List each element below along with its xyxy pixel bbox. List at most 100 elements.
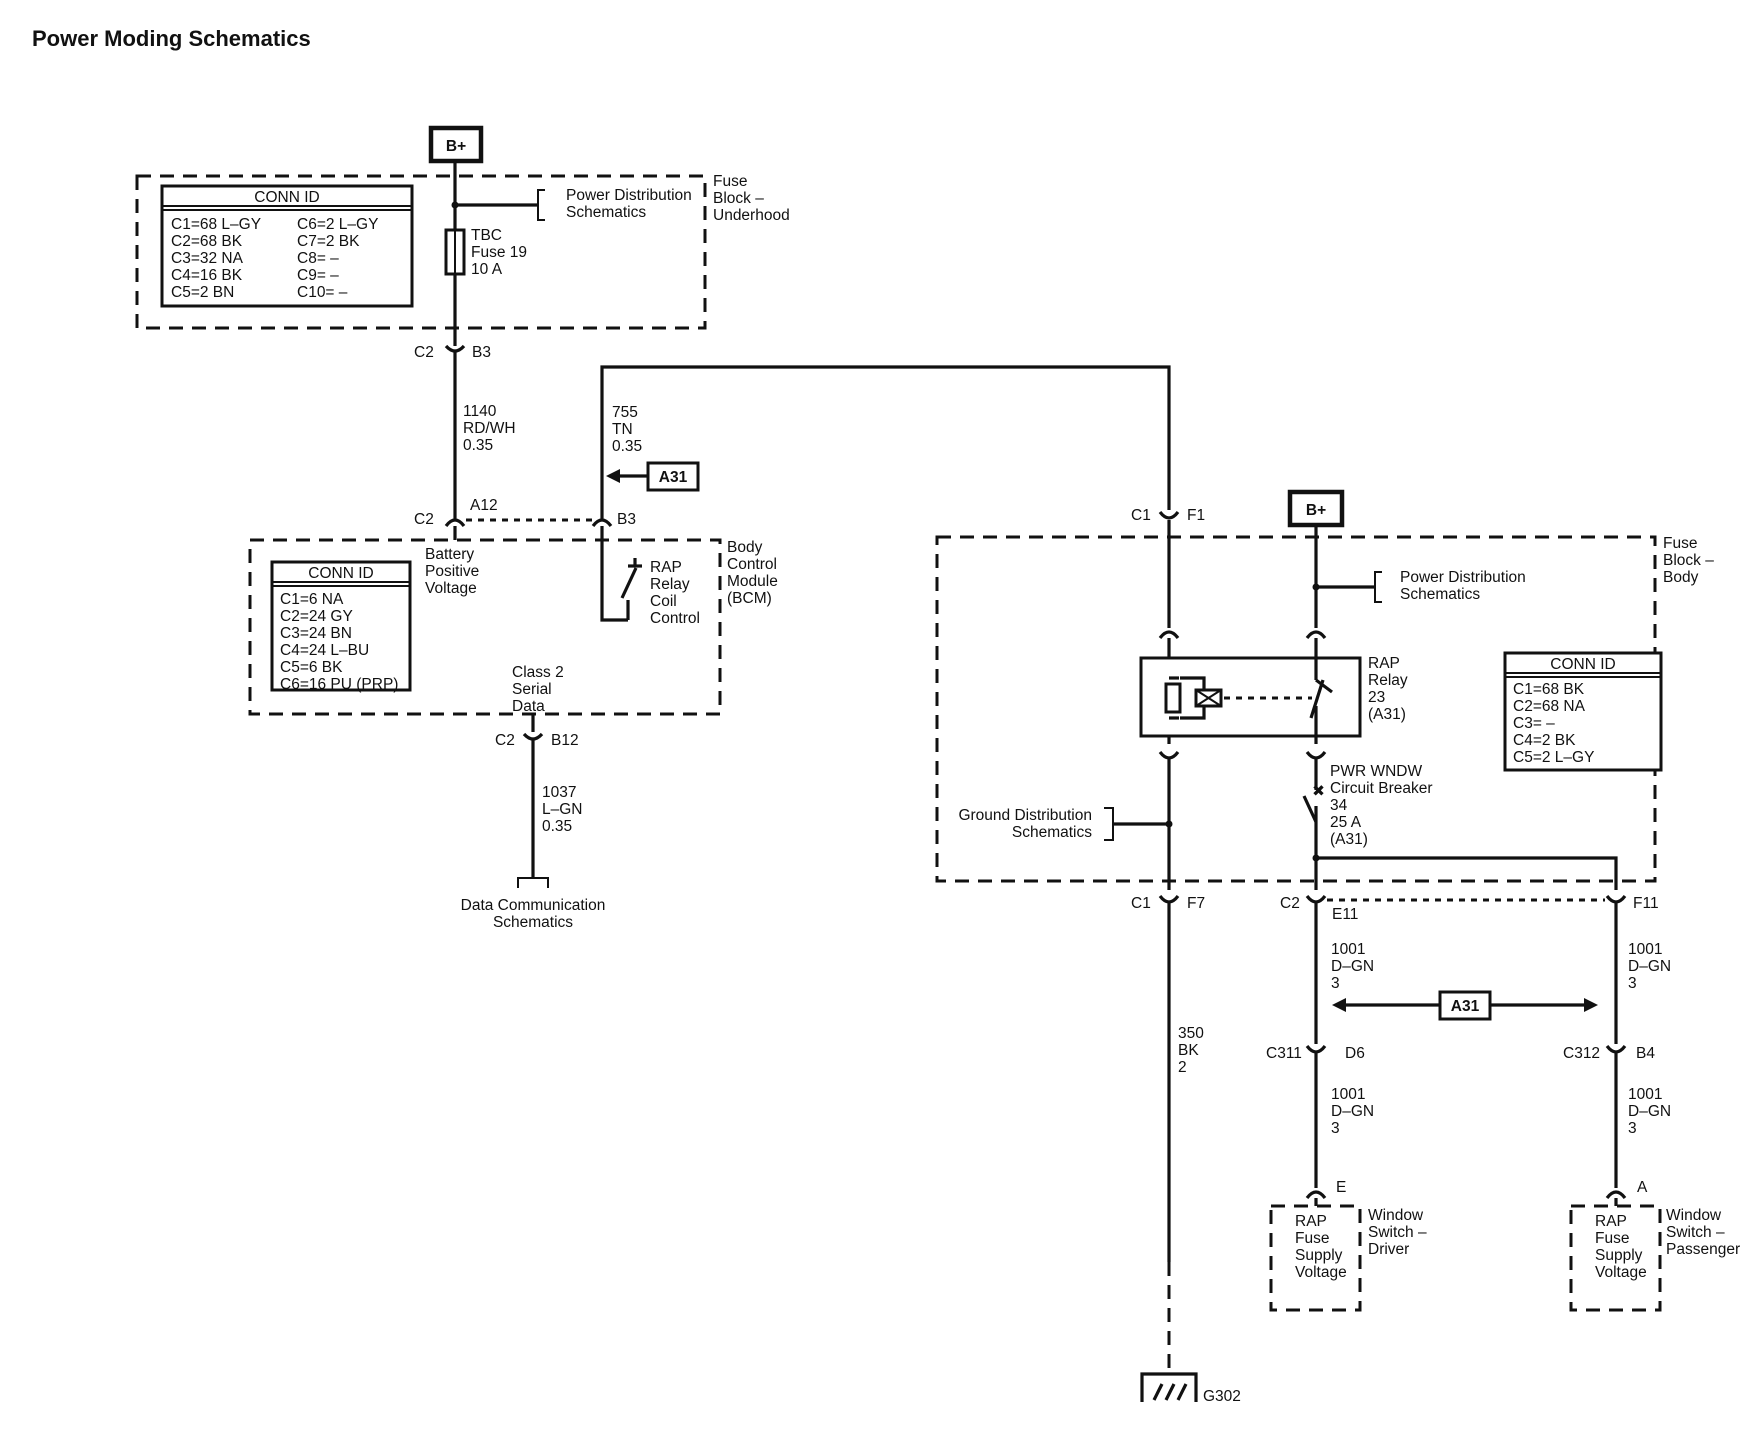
- conn-id-entry: C3=32 NA: [171, 250, 244, 267]
- connector-label: C1: [1131, 895, 1151, 912]
- connector-label: C312: [1563, 1045, 1600, 1062]
- connector-icon: [591, 518, 613, 528]
- fuse-block-body-border: [935, 535, 1657, 883]
- bcm-label: (BCM): [727, 590, 772, 607]
- rap-fuse-supply-label: Fuse: [1295, 1230, 1329, 1247]
- conn-id-entry: C5=2 BN: [171, 284, 234, 301]
- connector-icon: [1158, 510, 1180, 520]
- bcm-label: Module: [727, 573, 778, 590]
- fuse-label: 10 A: [471, 261, 503, 278]
- wire-label: 350: [1178, 1025, 1204, 1042]
- class2-serial-data-label: Serial: [512, 681, 552, 698]
- fuse-block-underhood: Fuse Block – Underhood CONN ID C1=68 L–G…: [135, 125, 790, 361]
- rap-fuse-supply-label: RAP: [1595, 1213, 1627, 1230]
- circuit-breaker-label: Circuit Breaker: [1330, 780, 1433, 797]
- wire-label: RD/WH: [463, 420, 516, 437]
- battery-positive-voltage-label: Positive: [425, 563, 479, 580]
- ground-distribution-ref: Ground Distribution: [958, 807, 1092, 824]
- circuit-breaker-label: PWR WNDW: [1330, 763, 1422, 780]
- conn-id-entry: C1=68 BK: [1513, 681, 1585, 698]
- rap-relay: RAP Relay 23 (A31): [1139, 638, 1408, 744]
- ground-distribution-ref: Schematics: [1012, 824, 1092, 841]
- battery-positive-label: B+: [1306, 502, 1326, 519]
- conn-id-entry: C1=6 NA: [280, 591, 344, 608]
- conn-id-entry: C4=2 BK: [1513, 732, 1576, 749]
- pin-label: B3: [617, 511, 636, 528]
- window-switch-driver: RAP Fuse Supply Voltage Window Switch – …: [1269, 1198, 1427, 1312]
- conn-id-entry: C8= –: [297, 250, 339, 267]
- pin-label: D6: [1345, 1045, 1365, 1062]
- connector-icon: [1305, 750, 1327, 760]
- connector-icon: [1605, 1044, 1627, 1054]
- circuit-breaker-label: (A31): [1330, 831, 1368, 848]
- window-switch-passenger: RAP Fuse Supply Voltage Window Switch – …: [1569, 1198, 1740, 1312]
- arrow-left-icon: [606, 469, 620, 483]
- fuse-block-underhood-border: [135, 174, 707, 330]
- class2-serial-data-label: Data: [512, 698, 545, 715]
- wire-label: 3: [1331, 1120, 1340, 1137]
- conn-id-table-underhood: CONN ID C1=68 L–GY C2=68 BK C3=32 NA C4=…: [160, 184, 414, 308]
- battery-positive-voltage-label: Battery: [425, 546, 474, 563]
- body-control-module: Body Control Module (BCM) C2 A12 B3 Batt…: [248, 497, 778, 749]
- fuse-block-underhood-label: Underhood: [713, 207, 790, 224]
- conn-id-entry: C6=2 L–GY: [297, 216, 378, 233]
- connector-icon: [1305, 630, 1327, 640]
- pin-label: A: [1637, 1179, 1648, 1196]
- pin-label: A12: [470, 497, 498, 514]
- data-communication-ref: Data Communication: [461, 897, 606, 914]
- conn-id-entry: C5=2 L–GY: [1513, 749, 1594, 766]
- conn-id-title: CONN ID: [308, 565, 373, 582]
- pin-label: E: [1336, 1179, 1346, 1196]
- conn-id-table-body: CONN ID C1=68 BK C2=68 NA C3= – C4=2 BK …: [1503, 651, 1663, 772]
- connector-icon: [1158, 750, 1180, 760]
- pin-label: E11: [1332, 906, 1358, 923]
- fuse-block-body-label: Fuse: [1663, 535, 1697, 552]
- circuit-breaker-label: 25 A: [1330, 814, 1362, 831]
- fuse-block-body: C1 F1 B+ Fuse Block – Body Ground Distri…: [935, 489, 1714, 923]
- circuit-breaker-label: 34: [1330, 797, 1348, 814]
- connector-icon: [1605, 1190, 1627, 1200]
- wire-label: 0.35: [463, 437, 493, 454]
- conn-id-entry: C5=6 BK: [280, 659, 343, 676]
- rap-relay-label: (A31): [1368, 706, 1406, 723]
- power-distribution-ref: Schematics: [566, 204, 646, 221]
- resistor-icon: [1164, 682, 1182, 714]
- window-switch-driver-label: Driver: [1368, 1241, 1409, 1258]
- wire-label: D–GN: [1628, 958, 1671, 975]
- arrow-right-icon: [1584, 998, 1598, 1012]
- conn-id-entry: C3= –: [1513, 715, 1555, 732]
- rap-fuse-supply-label: Voltage: [1595, 1264, 1647, 1281]
- connector-icon: [1305, 894, 1327, 904]
- conn-id-entry: C6=16 PU (PRP): [280, 676, 398, 693]
- pin-label: F7: [1187, 895, 1205, 912]
- wire-label: 0.35: [542, 818, 572, 835]
- fuse-block-underhood-label: Fuse: [713, 173, 747, 190]
- ground-label: G302: [1203, 1388, 1241, 1405]
- connector-label: C311: [1266, 1045, 1302, 1062]
- rap-relay-label: 23: [1368, 689, 1385, 706]
- battery-positive-voltage-label: Voltage: [425, 580, 477, 597]
- wire-label: 2: [1178, 1059, 1187, 1076]
- class2-serial-data-label: Class 2: [512, 664, 564, 681]
- connector-label: C1: [1131, 507, 1151, 524]
- pin-label: F11: [1633, 895, 1659, 912]
- wire-label: D–GN: [1628, 1103, 1671, 1120]
- reference-bracket: [1374, 571, 1382, 603]
- connector-label: C2: [414, 344, 434, 361]
- wire-label: 1001: [1628, 941, 1662, 958]
- pin-label: B4: [1636, 1045, 1655, 1062]
- conn-id-entry: C3=24 BN: [280, 625, 352, 642]
- conn-id-entry: C2=68 NA: [1513, 698, 1586, 715]
- wire-label: 1001: [1331, 1086, 1365, 1103]
- power-distribution-ref: Power Distribution: [1400, 569, 1526, 586]
- bcm-border: [248, 538, 722, 716]
- conn-id-entry: C7=2 BK: [297, 233, 360, 250]
- wire-label: 0.35: [612, 438, 642, 455]
- rap-fuse-supply-label: Supply: [1595, 1247, 1643, 1264]
- reference-bracket: [1104, 807, 1114, 841]
- rap-relay-label: Relay: [1368, 672, 1408, 689]
- window-switch-passenger-label: Switch –: [1666, 1224, 1725, 1241]
- window-switch-driver-label: Switch –: [1368, 1224, 1427, 1241]
- page-title: Power Moding Schematics: [32, 26, 311, 51]
- reference-bracket: [537, 189, 545, 221]
